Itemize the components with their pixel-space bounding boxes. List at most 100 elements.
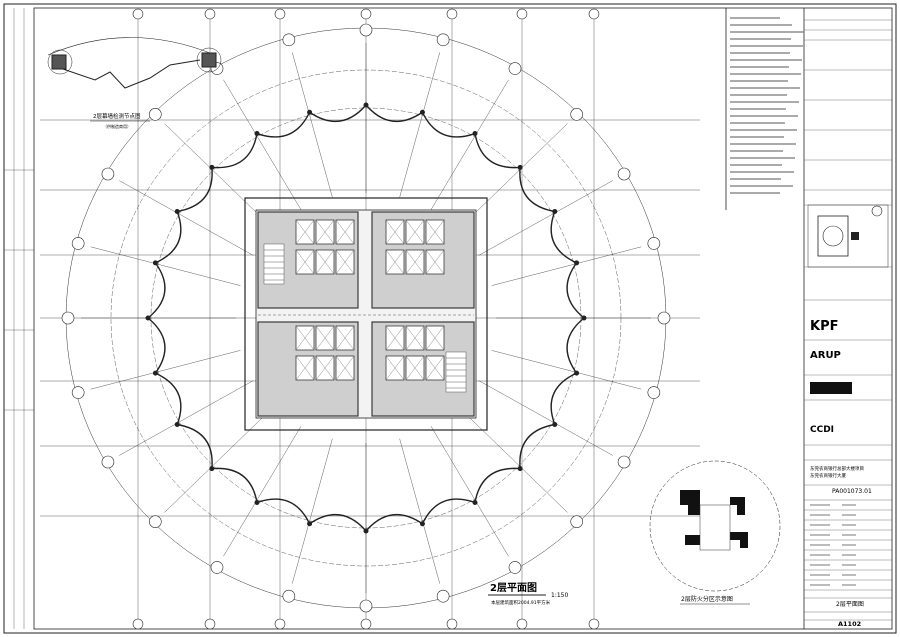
sheet-border <box>3 3 897 634</box>
stair-left <box>263 243 285 285</box>
grid-bubble-icon <box>282 33 296 47</box>
radial-grid-line <box>292 438 333 584</box>
radial-grid-line <box>430 79 509 210</box>
fire-zone-block-c <box>685 535 700 545</box>
detail-column-right <box>201 52 217 68</box>
column-node <box>363 102 369 108</box>
grid-bubble-icon <box>101 455 115 469</box>
grid-bubble-icon <box>570 515 584 528</box>
north-arrow-icon <box>871 205 883 217</box>
fire-zone-title: 2层防火分区示意图 <box>681 595 733 603</box>
grid-bubble-icon <box>446 8 458 20</box>
detail-title: 2层幕墙检测节点图 <box>93 112 141 120</box>
kpf-logo: KPF <box>810 319 838 334</box>
radial-grid-line <box>491 350 642 390</box>
grid-bubble-icon <box>359 23 373 37</box>
grid-bubble-icon <box>61 311 75 325</box>
column-node <box>307 109 313 115</box>
radial-grid-line <box>399 52 440 198</box>
grid-bubble-icon <box>359 599 373 613</box>
column-node <box>363 528 369 534</box>
grid-bubble-icon <box>360 8 372 20</box>
grid-bubble-icon <box>132 8 144 20</box>
drawing-frame <box>33 7 893 630</box>
grid-bubble-icon <box>282 589 296 603</box>
plan-area-note: 本层建筑面积2004.91平方米 <box>491 599 551 606</box>
radial-grid-line <box>223 426 302 557</box>
grid-bubble-icon <box>148 108 162 121</box>
grid-bubble-icon <box>274 8 286 20</box>
grid-bubble-icon <box>508 62 522 75</box>
radial-grid-line <box>119 380 254 456</box>
column-node <box>254 499 260 505</box>
radial-grid-line <box>292 52 333 198</box>
column-node <box>307 521 313 527</box>
grid-bubble-icon <box>516 8 528 20</box>
arup-logo: ARUP <box>810 350 841 361</box>
column-node <box>174 209 180 214</box>
grid-bubble-icon <box>617 455 631 469</box>
fire-zone-block-b <box>730 497 745 515</box>
elevator-shafts <box>295 219 445 381</box>
grid-bubble-icon <box>588 8 600 20</box>
grid-bubble-icon <box>657 311 671 325</box>
grid-bubble-icon <box>647 386 661 399</box>
column-node <box>574 260 580 266</box>
radial-grid-line <box>457 406 568 513</box>
detail-inset: 2层幕墙检测节点图 （供制造商用） <box>47 37 222 129</box>
grid-bubble-icon <box>436 33 450 47</box>
column-node <box>472 499 478 505</box>
project-number: PA001073.01 <box>832 488 872 495</box>
radial-structure <box>61 23 671 613</box>
building-core <box>244 197 488 431</box>
detail-column-left <box>51 54 67 70</box>
grid-bubble-icon <box>647 237 661 250</box>
column-node <box>419 521 425 527</box>
grid-bubble-icon <box>588 618 600 630</box>
title-block: KPF ARUP CCDI 东莞农商银行总部大楼项目 东莞农商银行大厦 PA00… <box>725 8 892 629</box>
column-node <box>145 315 151 321</box>
radial-grid-line <box>478 180 613 256</box>
radial-grid-line <box>478 380 613 456</box>
radial-grid-line <box>491 246 642 286</box>
column-node <box>152 370 158 376</box>
column-node <box>552 209 558 214</box>
fire-zone-block-d <box>730 532 748 548</box>
consultant-logo-icon <box>810 382 852 394</box>
ccdi-logo: CCDI <box>810 425 834 435</box>
grid-bubble-icon <box>204 618 216 630</box>
column-node <box>209 466 215 472</box>
plan-title: 2层平面图 <box>490 582 537 594</box>
core-outline <box>244 197 488 431</box>
fire-zone-inset: 2层防火分区示意图 <box>649 460 781 605</box>
grid-bubble-icon <box>446 618 458 630</box>
main-plan-title: 2层平面图 1:150 本层建筑面积2004.91平方米 <box>488 582 568 606</box>
radial-grid-line <box>430 426 509 557</box>
radial-grid-line <box>399 438 440 584</box>
column-node <box>152 260 158 266</box>
column-node <box>419 109 425 115</box>
project-name-cn: 东莞农商银行总部大楼项目 <box>810 465 864 472</box>
grid-bubble-icon <box>436 589 450 603</box>
column-node <box>552 422 558 427</box>
grid-bubble-icon <box>101 167 115 181</box>
grid-bubble-icon <box>360 618 372 630</box>
detail-note: （供制造商用） <box>103 123 131 129</box>
column-node <box>174 422 180 427</box>
grid-bubble-icon <box>204 8 216 20</box>
project-name-cn-2: 东莞农商银行大厦 <box>810 472 846 479</box>
radial-grid-line <box>164 406 275 513</box>
fire-zone-block-a <box>680 490 700 515</box>
grid-bubble-icon <box>71 237 85 250</box>
key-plan <box>807 204 889 268</box>
radial-grid-line <box>90 350 241 390</box>
stair-right <box>445 351 467 393</box>
column-node <box>517 164 523 170</box>
grid-bubble-icon <box>508 561 522 574</box>
grid-bubble-icon <box>274 618 286 630</box>
plan-scale: 1:150 <box>551 592 568 599</box>
drawing-number: A1102 <box>838 620 861 628</box>
grid-bubble-icon <box>71 386 85 399</box>
title-block-rows <box>804 19 892 621</box>
